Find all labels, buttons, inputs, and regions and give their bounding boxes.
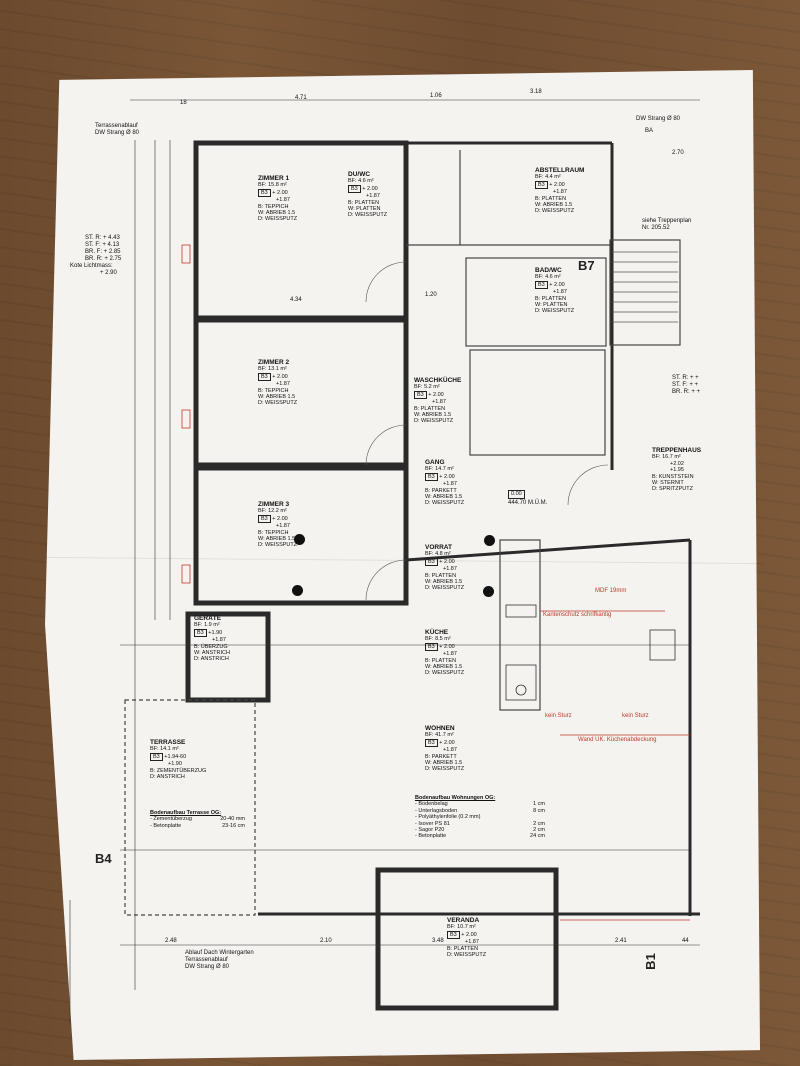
stair-note-0: siehe Treppenplan	[642, 218, 692, 224]
note-left-3: ST. F: + 4.13	[85, 242, 120, 248]
wall-laundry	[469, 349, 606, 456]
wall-zimmer3	[193, 465, 409, 606]
axis-label-b4: B4	[95, 851, 112, 866]
room-zimmer-3: ZIMMER 3 BF: 12.2 m² B3 + 2.00 +1.87 B: …	[258, 501, 298, 549]
axis-label-b1: B1	[642, 953, 658, 970]
wall-zimmer2	[193, 317, 409, 468]
dim-top-2: 3.18	[530, 89, 542, 95]
axis-label-b7: B7	[578, 258, 595, 273]
note-bottom-0: Ablauf Dach Wintergarten	[185, 950, 254, 956]
note-bottom-1: Terrassenablauf	[185, 957, 228, 963]
punch-hole	[484, 535, 495, 546]
note-right-mid-1: ST. F: + +	[672, 382, 699, 388]
wall-gerate	[185, 611, 271, 703]
note-left-2: ST. R: + 4.43	[85, 235, 120, 241]
dim-mid-0: 4.34	[290, 297, 302, 303]
room-bad-wc: BAD/WC BF: 4.6 m² B3 + 2.00 +1.87 B: PLA…	[535, 267, 575, 315]
wall-pantry	[499, 539, 541, 711]
red-note-kein-sturz-2: kein Sturz	[622, 713, 649, 719]
wall-bathroom	[465, 257, 607, 347]
room-zimmer-2: ZIMMER 2 BF: 13.1 m² B3 + 2.00 +1.87 B: …	[258, 359, 298, 407]
red-note-kein-sturz-1: kein Sturz	[545, 713, 572, 719]
note-right-mid-2: BR. R: + +	[672, 389, 701, 395]
floor-plan-sheet	[45, 70, 760, 1060]
note-left-6: Kote Lichtmass:	[70, 263, 113, 269]
room-waschkueche: WASCHKÜCHE BF: 5.2 m² B3 + 2.00 +1.87 B:…	[414, 377, 462, 425]
note-right-2: 2.70	[672, 150, 684, 156]
room-du-wc: DU/WC BF: 4.6 m² B3 + 2.00 +1.87 B: PLAT…	[348, 171, 388, 219]
dim-bottom-2: 3.48	[432, 938, 444, 944]
dim-mid-1: 1.20	[425, 292, 437, 298]
note-right-mid-0: ST. R: + +	[672, 375, 699, 381]
wall-terrace	[124, 699, 256, 916]
room-terrasse: TERRASSE BF: 14.1 m² B3 +1.94-60 +1.90 B…	[150, 739, 207, 781]
room-zimmer-1: ZIMMER 1 BF: 15.8 m² B3 + 2.00 +1.87 B: …	[258, 175, 298, 223]
note-left-0: Terrassenablauf	[95, 123, 138, 129]
note-left-1: DW Strang Ø 80	[95, 130, 140, 136]
note-left-4: BR. F: + 2.85	[85, 249, 121, 255]
wall-stairs	[609, 239, 681, 346]
dim-top-3: 18	[180, 100, 187, 106]
note-right-0: DW Strang Ø 80	[636, 116, 681, 122]
room-veranda: VERANDA BF: 10.7 m² B3 + 2.00 +1.87 B: P…	[447, 917, 487, 959]
wall-veranda	[375, 867, 559, 1011]
red-note-kantenschutz: Kantenschutz schrifkantig	[543, 612, 612, 618]
punch-hole	[292, 585, 303, 596]
punch-hole	[294, 534, 305, 545]
room-abstellraum: ABSTELLRAUM BF: 4.4 m² B3 + 2.00 +1.87 B…	[535, 167, 585, 215]
wall-zimmer1	[193, 140, 409, 321]
dim-bottom-1: 2.10	[320, 938, 332, 944]
red-note-wand-uk: Wand UK. Küchenabdeckung	[578, 737, 657, 743]
note-right-1: BA	[645, 128, 654, 134]
room-vorrat: VORRAT BF: 4.8 m² B3 + 2.00 +1.87 B: PLA…	[425, 544, 465, 592]
room-treppenhaus: TREPPENHAUS BF: 16.7 m² +2.02 +1.95 B: K…	[652, 447, 702, 493]
note-left-5: BR. R: + 2.75	[85, 256, 122, 262]
room-geraete: GERÄTE BF: 1.9 m² B3 +1.90 +1.87 B: ÜBER…	[194, 615, 230, 663]
dim-bottom-3: 2.41	[615, 938, 627, 944]
dim-top-0: 4.71	[295, 95, 307, 101]
room-wohnen: WOHNEN BF: 41.7 m² B3 + 2.00 +1.87 B: PA…	[425, 725, 465, 773]
room-kueche: KÜCHE BF: 8.5 m² B3 + 2.00 +1.87 B: PLAT…	[425, 629, 465, 677]
dim-bottom-4: 44	[682, 938, 689, 944]
stair-note-1: Nr. 205.52	[642, 225, 670, 231]
terrace-build-table: Bodenaufbau Terrasse OG: - Zementüberzug…	[150, 810, 245, 829]
room-gang: GANG BF: 14.7 m² B3 + 2.00 +1.87 B: PARK…	[425, 459, 465, 507]
wall-corridor-bottom	[405, 538, 691, 562]
dim-bottom-0: 2.48	[165, 938, 177, 944]
punch-hole	[483, 586, 494, 597]
red-note-mdf: MDF 19mm	[595, 588, 627, 594]
kote-zero: 0.00	[508, 490, 525, 499]
kote-height: 444.70 M.Ü.M.	[508, 500, 548, 506]
dim-top-1: 1.06	[430, 93, 442, 99]
note-bottom-2: DW Strang Ø 80	[185, 964, 230, 970]
note-left-7: + 2.90	[100, 270, 117, 276]
